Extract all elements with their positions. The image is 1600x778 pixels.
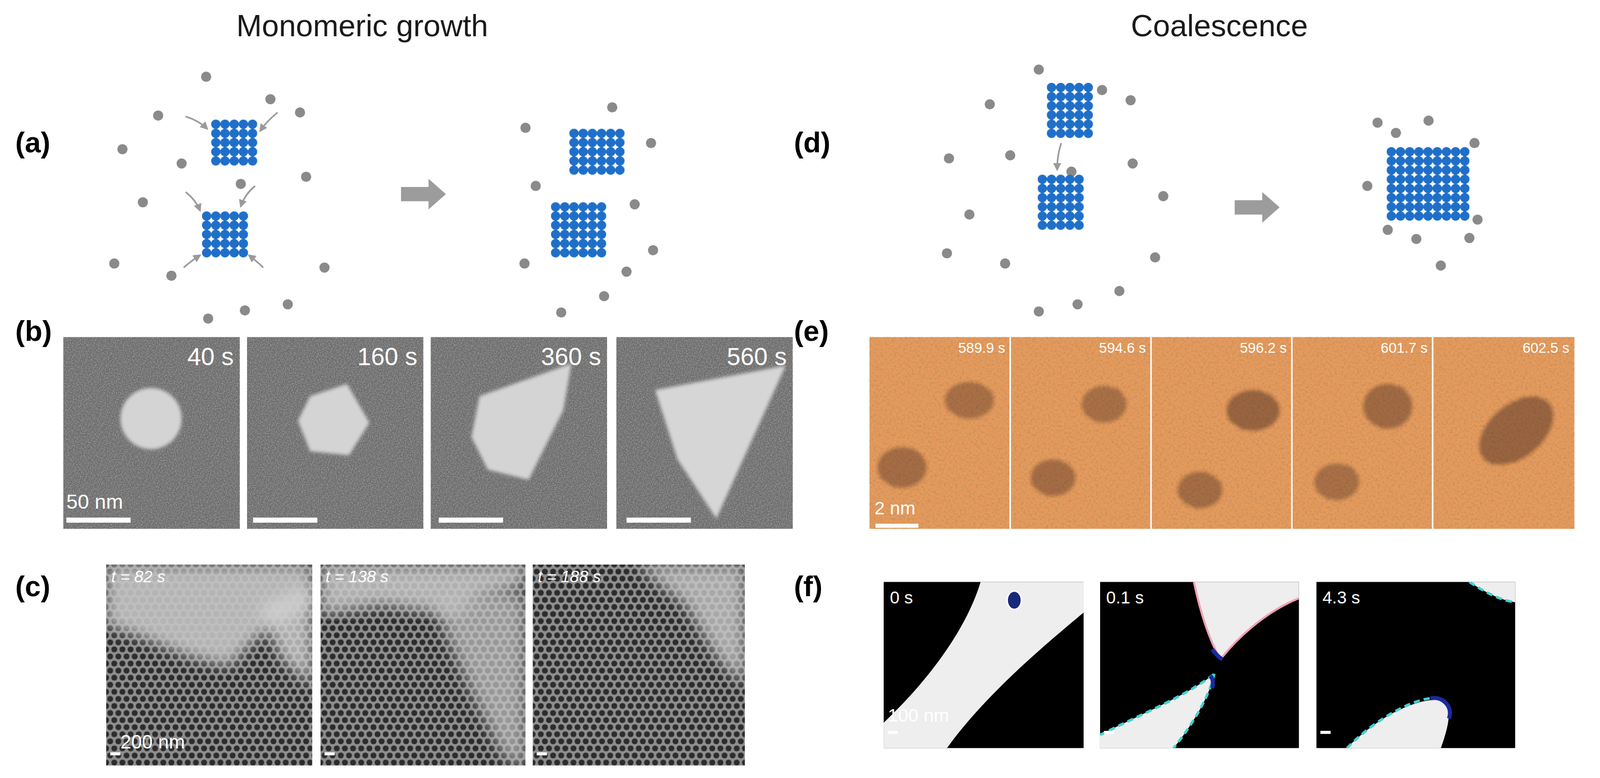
panel-letter: (c) (15, 570, 51, 603)
panel-heading: Monomeric growth (236, 8, 488, 44)
time-stamp: t = 82 s (111, 567, 166, 586)
time-stamp: t = 188 s (537, 567, 601, 586)
scale-bar-label: 50 nm (66, 489, 123, 514)
time-stamp: t = 138 s (325, 567, 389, 586)
time-stamp: 0 s (889, 587, 914, 609)
time-stamp: 601.7 s (1380, 339, 1429, 357)
time-stamp: 594.6 s (1099, 339, 1147, 357)
time-stamp: 4.3 s (1322, 587, 1361, 609)
time-stamp: 360 s (541, 342, 602, 371)
time-stamp: 589.9 s (958, 339, 1006, 357)
time-stamp: 596.2 s (1240, 339, 1288, 357)
scale-bar-label: 100 nm (887, 704, 949, 727)
panel-letter: (e) (794, 315, 829, 349)
scale-bar-label: 2 nm (874, 497, 916, 520)
time-stamp: 40 s (187, 342, 234, 371)
panel-letter: (f) (794, 570, 823, 603)
scale-bar-label: 200 nm (120, 730, 186, 754)
time-stamp: 0.1 s (1106, 587, 1145, 609)
panel-letter: (b) (15, 315, 52, 349)
panel-heading: Coalescence (1130, 8, 1308, 44)
time-stamp: 160 s (357, 342, 418, 371)
panel-letter: (a) (15, 126, 51, 160)
time-stamp: 560 s (726, 342, 787, 371)
time-stamp: 602.5 s (1522, 339, 1570, 357)
panel-letter: (d) (794, 126, 831, 160)
